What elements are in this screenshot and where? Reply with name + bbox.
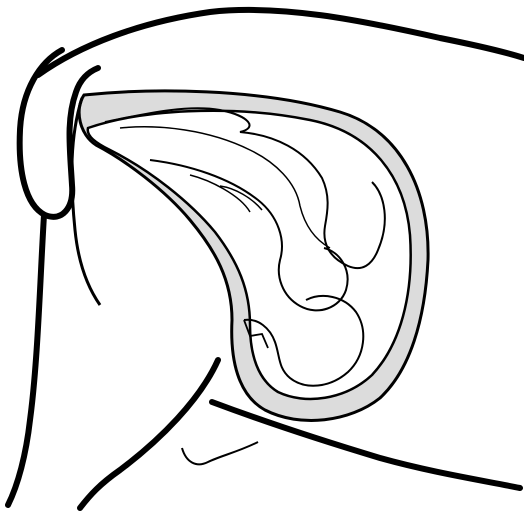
lower-diagonal bbox=[80, 360, 218, 508]
left-edge bbox=[8, 215, 44, 505]
small-tab bbox=[182, 442, 258, 464]
top-contour bbox=[38, 10, 524, 75]
bottom-contour bbox=[212, 402, 520, 488]
